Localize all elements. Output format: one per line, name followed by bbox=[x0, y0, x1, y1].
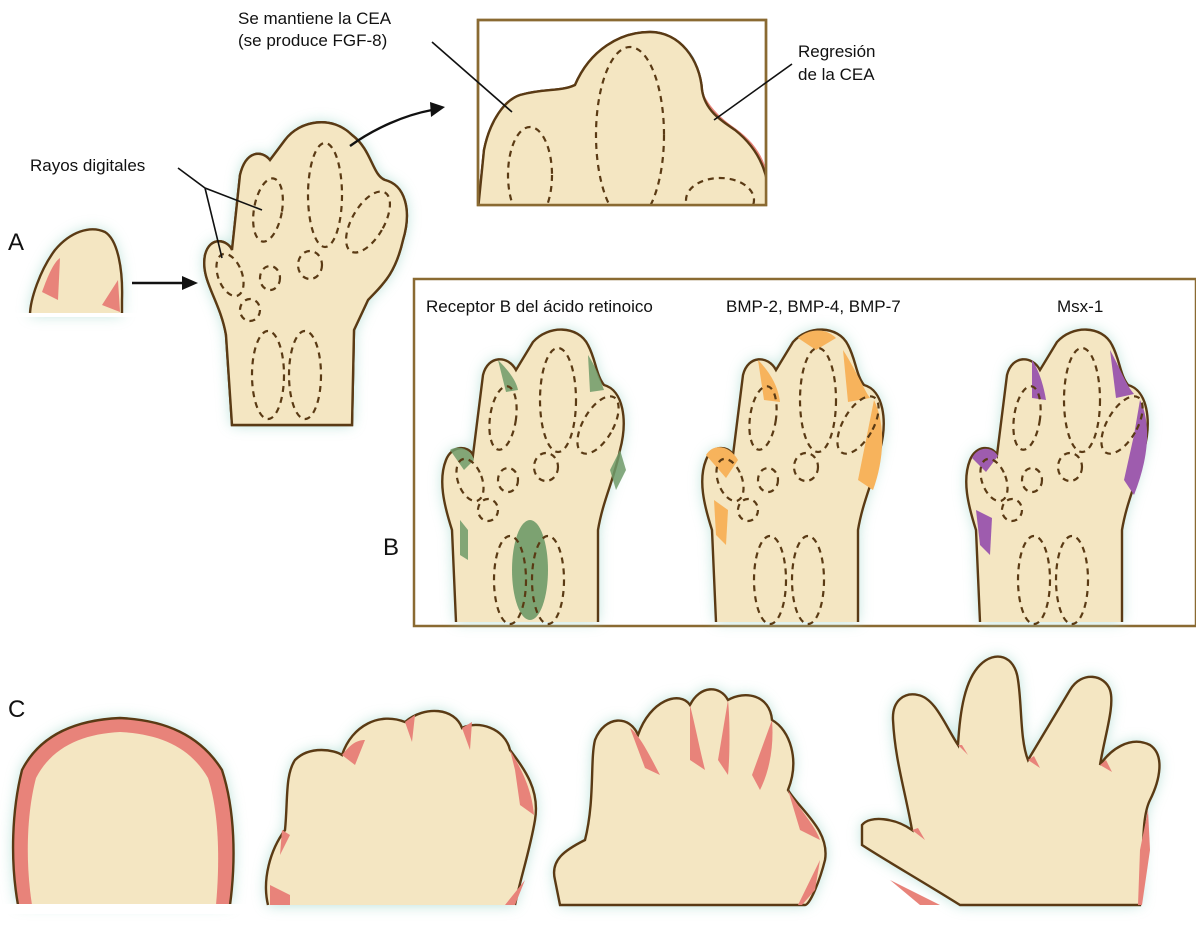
hand-stage-3 bbox=[554, 689, 826, 905]
expression-header-3: Msx-1 bbox=[1057, 297, 1103, 316]
label-cea-regression-2: de la CEA bbox=[798, 65, 875, 84]
hand-stage-1 bbox=[0, 718, 260, 914]
panel-b-letter: B bbox=[383, 534, 399, 561]
label-cea-kept-1: Se mantiene la CEA bbox=[238, 9, 392, 28]
label-cea-regression-1: Regresión bbox=[798, 42, 876, 61]
panel-c-letter: C bbox=[8, 696, 25, 723]
growth-arrow bbox=[132, 276, 198, 290]
expression-header-2: BMP-2, BMP-4, BMP-7 bbox=[726, 297, 901, 316]
label-rayos-digitales: Rayos digitales bbox=[30, 156, 145, 175]
inset-arrow bbox=[350, 102, 445, 146]
expression-header-1: Receptor B del ácido retinoico bbox=[426, 297, 653, 316]
label-cea-kept-2: (se produce FGF-8) bbox=[238, 31, 387, 50]
panel-a-letter: A bbox=[8, 229, 24, 256]
cea-inset bbox=[478, 20, 770, 223]
hand-stage-4 bbox=[862, 657, 1159, 905]
hand-plate-a bbox=[204, 122, 410, 425]
hand-stage-2 bbox=[266, 711, 536, 905]
